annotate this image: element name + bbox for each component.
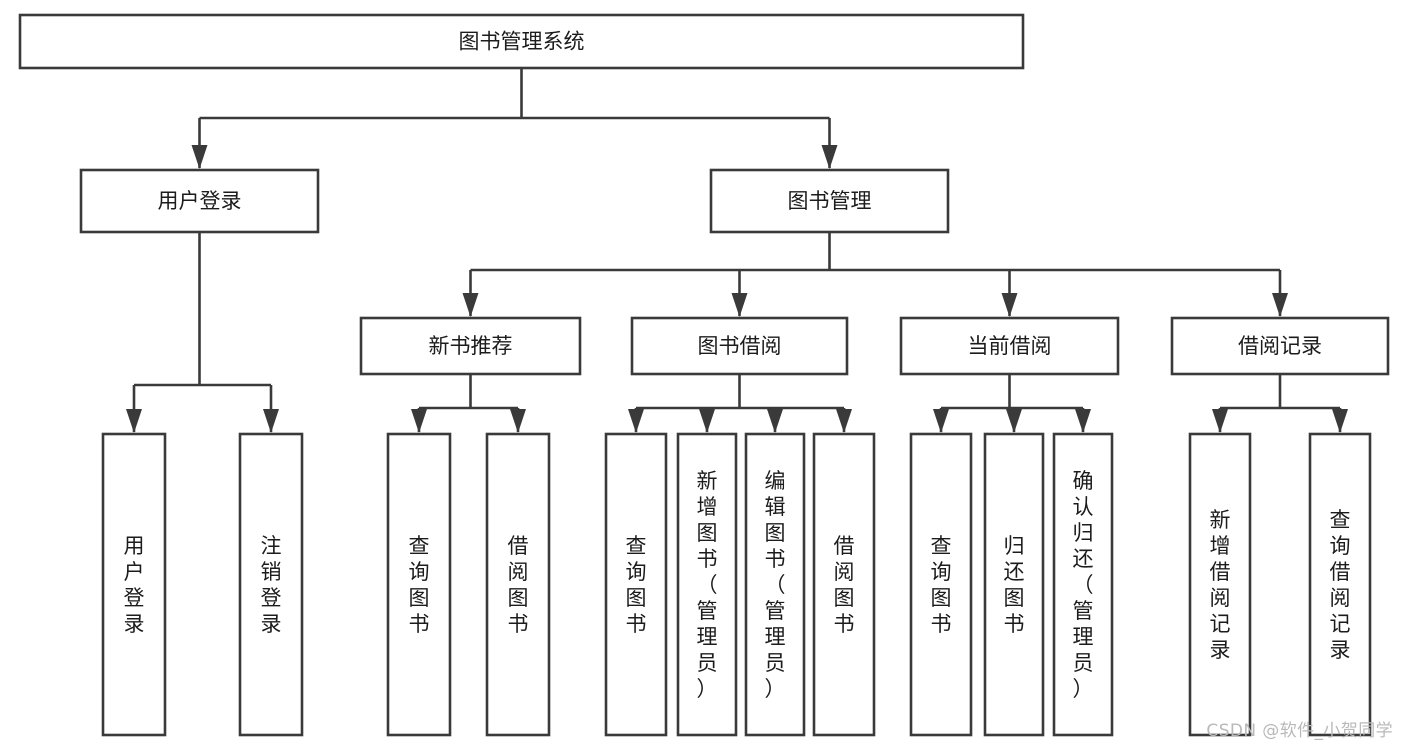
arrow-head-icon — [462, 293, 479, 317]
arrow-head-icon — [1006, 409, 1022, 433]
node-layer: 图书管理系统用户登录图书管理新书推荐图书借阅当前借阅借阅记录用户登录注销登录查询… — [18, 13, 1390, 737]
node-box[interactable] — [909, 432, 973, 737]
node-leaf-编辑图书管理员-6[interactable]: 编辑图书（管理员） — [744, 432, 806, 737]
node-box[interactable] — [812, 432, 876, 737]
node-label: 归还图书 — [1004, 534, 1025, 636]
node-box[interactable] — [983, 432, 1045, 737]
node-l3-图书借阅[interactable]: 图书借阅 — [630, 316, 849, 376]
node-label: 查询图书 — [409, 534, 430, 636]
arrow-head-icon — [263, 409, 279, 433]
node-box[interactable] — [899, 316, 1120, 376]
node-label: 查询图书 — [931, 534, 952, 636]
arrow-head-icon — [1272, 293, 1288, 317]
node-box[interactable] — [630, 316, 849, 376]
node-label: 用户登录 — [124, 534, 145, 636]
node-box[interactable] — [359, 316, 582, 376]
node-box[interactable] — [79, 168, 320, 234]
watermark-text: CSDN @软件_小贺同学 — [1206, 721, 1393, 741]
node-box[interactable] — [1170, 316, 1390, 376]
node-label: 图书借阅 — [698, 334, 782, 358]
arrow-head-icon — [1001, 293, 1018, 317]
node-label: 编辑图书（管理员） — [765, 469, 786, 701]
node-leaf-查询借阅记录-12[interactable]: 查询借阅记录 — [1308, 432, 1372, 737]
node-leaf-查询图书-4[interactable]: 查询图书 — [604, 432, 668, 737]
arrow-head-icon — [510, 409, 526, 433]
node-label: 查询借阅记录 — [1330, 508, 1351, 662]
arrow-head-icon — [191, 145, 208, 169]
node-label: 当前借阅 — [968, 334, 1052, 358]
node-box[interactable] — [604, 432, 668, 737]
node-label: 图书管理系统 — [459, 30, 585, 54]
node-l2-图书管理[interactable]: 图书管理 — [709, 168, 950, 234]
node-label: 用户登录 — [158, 189, 242, 213]
node-l3-借阅记录[interactable]: 借阅记录 — [1170, 316, 1390, 376]
node-leaf-借阅图书-3[interactable]: 借阅图书 — [485, 432, 551, 737]
node-l2-用户登录[interactable]: 用户登录 — [79, 168, 320, 234]
arrow-head-icon — [628, 409, 644, 433]
connector-layer — [126, 68, 1348, 433]
node-box[interactable] — [744, 432, 806, 737]
node-label: 确认归还（管理员） — [1073, 469, 1094, 701]
node-label: 新书推荐 — [429, 334, 513, 358]
node-leaf-确认归还管理员-10[interactable]: 确认归还（管理员） — [1052, 432, 1114, 737]
node-box[interactable] — [101, 432, 167, 737]
node-label: 注销登录 — [261, 534, 282, 636]
arrow-head-icon — [126, 409, 142, 433]
node-root[interactable]: 图书管理系统 — [18, 13, 1025, 70]
node-box[interactable] — [18, 13, 1025, 70]
node-box[interactable] — [386, 432, 452, 737]
arrow-head-icon — [836, 409, 852, 433]
arrow-head-icon — [731, 293, 748, 317]
node-leaf-用户登录-0[interactable]: 用户登录 — [101, 432, 167, 737]
arrow-head-icon — [1332, 409, 1348, 433]
node-label: 新增借阅记录 — [1210, 508, 1231, 662]
node-leaf-注销登录-1[interactable]: 注销登录 — [238, 432, 304, 737]
node-label: 借阅记录 — [1238, 334, 1322, 358]
node-leaf-查询图书-2[interactable]: 查询图书 — [386, 432, 452, 737]
node-box[interactable] — [1052, 432, 1114, 737]
node-box[interactable] — [1308, 432, 1372, 737]
node-box[interactable] — [709, 168, 950, 234]
node-label: 借阅图书 — [508, 534, 529, 636]
node-leaf-新增图书管理员-5[interactable]: 新增图书（管理员） — [676, 432, 738, 737]
arrow-head-icon — [1075, 409, 1091, 433]
node-label: 新增图书（管理员） — [697, 469, 718, 701]
node-box[interactable] — [238, 432, 304, 737]
node-leaf-查询图书-8[interactable]: 查询图书 — [909, 432, 973, 737]
node-box[interactable] — [1188, 432, 1252, 737]
node-leaf-借阅图书-7[interactable]: 借阅图书 — [812, 432, 876, 737]
arrow-head-icon — [767, 409, 783, 433]
node-label: 查询图书 — [626, 534, 647, 636]
node-label: 图书管理 — [788, 189, 872, 213]
arrow-head-icon — [699, 409, 715, 433]
node-l3-当前借阅[interactable]: 当前借阅 — [899, 316, 1120, 376]
node-leaf-新增借阅记录-11[interactable]: 新增借阅记录 — [1188, 432, 1252, 737]
arrow-head-icon — [933, 409, 949, 433]
arrow-head-icon — [821, 145, 838, 169]
node-box[interactable] — [676, 432, 738, 737]
arrow-head-icon — [411, 409, 427, 433]
arrow-head-icon — [1212, 409, 1228, 433]
node-label: 借阅图书 — [834, 534, 855, 636]
node-box[interactable] — [485, 432, 551, 737]
node-l3-新书推荐[interactable]: 新书推荐 — [359, 316, 582, 376]
node-leaf-归还图书-9[interactable]: 归还图书 — [983, 432, 1045, 737]
